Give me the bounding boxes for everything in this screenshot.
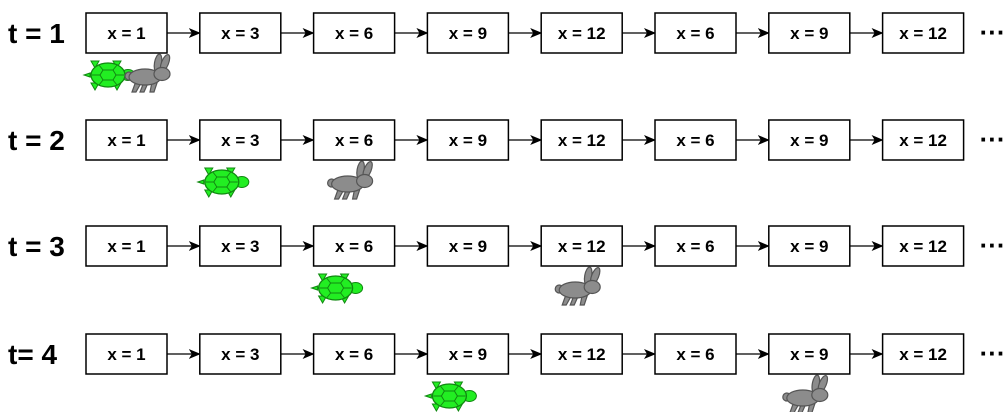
list-node-value: x = 6 [676, 237, 714, 256]
list-node: x = 9 [769, 13, 850, 53]
list-node: x = 3 [200, 13, 281, 53]
list-node-value: x = 12 [558, 131, 606, 150]
list-node-value: x = 12 [899, 24, 947, 43]
list-node: x = 1 [86, 13, 167, 53]
list-node-value: x = 9 [449, 345, 487, 364]
list-node: x = 9 [427, 120, 508, 160]
list-node: x = 12 [883, 226, 964, 266]
list-node: x = 9 [769, 334, 850, 374]
list-node: x = 9 [769, 226, 850, 266]
continuation-ellipsis: ··· [980, 230, 1006, 260]
list-node: x = 1 [86, 334, 167, 374]
list-node-value: x = 6 [335, 131, 373, 150]
list-node-value: x = 12 [899, 131, 947, 150]
list-node-value: x = 6 [676, 24, 714, 43]
continuation-ellipsis: ··· [980, 124, 1006, 154]
list-node: x = 12 [541, 120, 622, 160]
list-node-value: x = 6 [676, 131, 714, 150]
tortoise-icon [312, 274, 363, 303]
list-node-value: x = 3 [221, 131, 259, 150]
list-node: x = 6 [655, 13, 736, 53]
list-node-value: x = 6 [335, 237, 373, 256]
list-node-value: x = 12 [899, 345, 947, 364]
list-node-value: x = 9 [449, 131, 487, 150]
list-node-value: x = 6 [335, 345, 373, 364]
list-node-value: x = 1 [107, 345, 145, 364]
list-node-value: x = 3 [221, 345, 259, 364]
list-node: x = 6 [655, 334, 736, 374]
timestep-label: t = 1 [8, 18, 65, 49]
list-node-value: x = 1 [107, 131, 145, 150]
list-node: x = 12 [541, 334, 622, 374]
hare-icon [783, 374, 830, 412]
list-node: x = 6 [655, 226, 736, 266]
list-node-value: x = 6 [335, 24, 373, 43]
list-node: x = 6 [314, 13, 395, 53]
list-node-value: x = 3 [221, 237, 259, 256]
timestep-row: t = 3 x = 1 x = 3 x = 6 x = 9 x = 12 x = 6 x = … [8, 226, 1006, 305]
list-node: x = 6 [314, 226, 395, 266]
list-node: x = 9 [769, 120, 850, 160]
list-node-value: x = 12 [558, 24, 606, 43]
timestep-label: t = 3 [8, 231, 65, 262]
list-node-value: x = 9 [790, 131, 828, 150]
timestep-row: t= 4 x = 1 x = 3 x = 6 x = 9 x = 12 x = 6 x = 9… [8, 334, 1006, 412]
list-node-value: x = 6 [676, 345, 714, 364]
list-node: x = 1 [86, 226, 167, 266]
list-node-value: x = 1 [107, 237, 145, 256]
list-node-value: x = 9 [790, 345, 828, 364]
list-node-value: x = 3 [221, 24, 259, 43]
timestep-label: t = 2 [8, 125, 65, 156]
list-node: x = 9 [427, 226, 508, 266]
list-node: x = 9 [427, 13, 508, 53]
list-node-value: x = 9 [449, 24, 487, 43]
continuation-ellipsis: ··· [980, 17, 1006, 47]
list-node: x = 6 [314, 334, 395, 374]
timestep-label: t= 4 [8, 339, 57, 370]
list-node-value: x = 1 [107, 24, 145, 43]
list-node: x = 1 [86, 120, 167, 160]
list-node: x = 3 [200, 226, 281, 266]
list-node: x = 3 [200, 334, 281, 374]
list-node: x = 3 [200, 120, 281, 160]
list-node-value: x = 9 [790, 237, 828, 256]
list-node: x = 9 [427, 334, 508, 374]
tortoise-icon [425, 382, 476, 411]
list-node-value: x = 12 [899, 237, 947, 256]
hare-icon [125, 53, 172, 92]
hare-icon [328, 160, 375, 199]
tortoise-icon [198, 168, 249, 197]
timestep-row: t = 2 x = 1 x = 3 x = 6 x = 9 x = 12 x = 6 x = … [8, 120, 1006, 199]
list-node-value: x = 9 [790, 24, 828, 43]
list-node-value: x = 12 [558, 345, 606, 364]
list-node-value: x = 12 [558, 237, 606, 256]
list-node: x = 12 [883, 120, 964, 160]
list-node: x = 12 [883, 334, 964, 374]
list-node: x = 12 [541, 226, 622, 266]
list-node: x = 6 [314, 120, 395, 160]
list-node-value: x = 9 [449, 237, 487, 256]
timestep-row: t = 1 x = 1 x = 3 x = 6 x = 9 x = 12 x = 6 x = … [8, 13, 1006, 92]
list-node: x = 12 [883, 13, 964, 53]
list-node: x = 6 [655, 120, 736, 160]
continuation-ellipsis: ··· [980, 338, 1006, 368]
hare-icon [555, 266, 602, 305]
list-node: x = 12 [541, 13, 622, 53]
